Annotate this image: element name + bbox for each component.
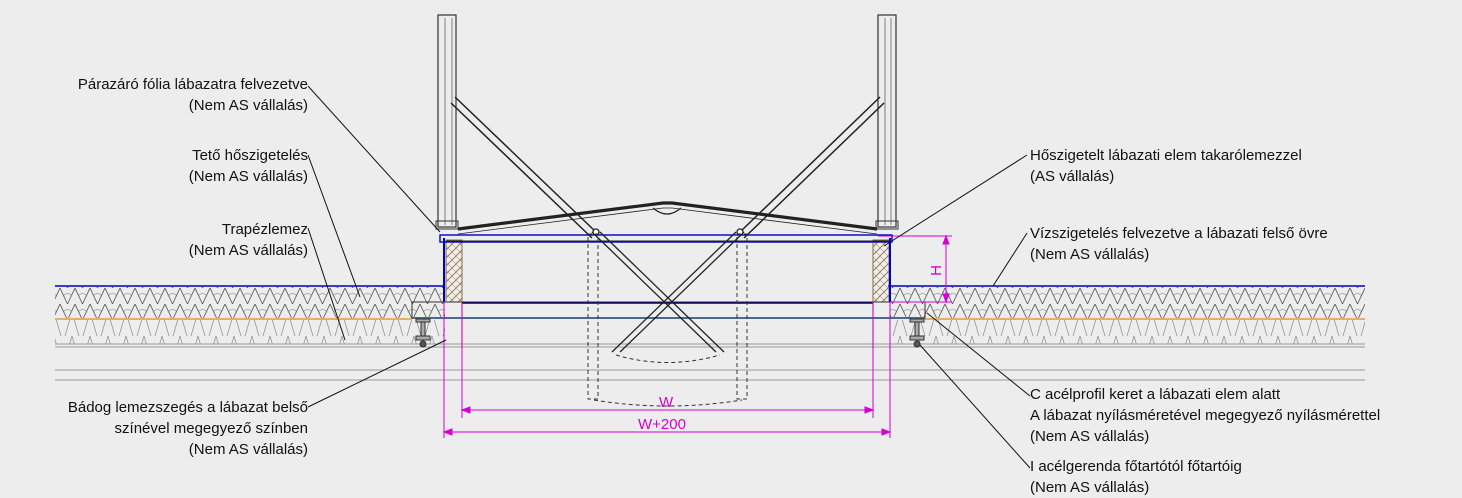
label-text: (Nem AS vállalás)	[188, 441, 308, 458]
label-text: Vízszigetelés felvezetve a lábazati fels…	[1030, 225, 1328, 242]
dimension-w-plus-200: W+200	[638, 416, 686, 433]
roof-insulation-left	[55, 285, 445, 344]
label-text: C acélprofil keret a lábazati elem alatt	[1030, 386, 1281, 403]
label-text: (Nem AS vállalás)	[1030, 428, 1150, 445]
label-tin-flashing: Bádog lemezszegés a lábazat belső színév…	[68, 397, 308, 460]
label-vapor-barrier: Párazáró fólia lábazatra felvezetve (Nem…	[78, 74, 308, 116]
hatch-frame	[439, 234, 893, 243]
label-text: (Nem AS vállalás)	[1030, 479, 1150, 496]
lid-closed	[457, 201, 878, 235]
label-text: (AS vállalás)	[1030, 168, 1115, 185]
label-text: Bádog lemezszegés a lábazat belső	[67, 399, 308, 416]
label-c-profile: C acélprofil keret a lábazati elem alatt…	[1030, 384, 1380, 447]
roof-insulation-right	[888, 285, 1365, 344]
dimension-w: W	[659, 394, 674, 411]
label-waterproofing: Vízszigetelés felvezetve a lábazati fels…	[1030, 223, 1328, 265]
label-text: (Nem AS vállalás)	[188, 242, 308, 259]
scissor-arms	[591, 228, 745, 353]
dimension-h: H	[927, 265, 945, 276]
c-profile-frame	[411, 301, 926, 319]
curb-right	[872, 238, 891, 348]
label-text: (Nem AS vállalás)	[188, 97, 308, 114]
label-insulated-curb: Hőszigetelt lábazati elem takarólemezzel…	[1030, 145, 1302, 187]
label-text: (Nem AS vállalás)	[1030, 246, 1150, 263]
leader-lines	[307, 85, 1031, 469]
label-text: Tető hőszigetelés	[192, 147, 308, 164]
label-text: Hőszigetelt lábazati elem takarólemezzel	[1030, 147, 1302, 164]
label-i-beam: I acélgerenda főtartótól főtartóig (Nem …	[1030, 456, 1242, 498]
lid-right-open	[875, 14, 899, 230]
label-text: Trapézlemez	[221, 221, 308, 238]
lid-left-open	[435, 14, 459, 230]
label-trapezoidal-sheet: Trapézlemez (Nem AS vállalás)	[189, 219, 308, 261]
label-text: (Nem AS vállalás)	[188, 168, 308, 185]
i-beam-left	[415, 318, 431, 348]
label-text: színével megegyező színben	[114, 420, 308, 437]
structure-lines	[55, 343, 1365, 381]
label-text: I acélgerenda főtartótól főtartóig	[1030, 458, 1242, 475]
curb-left	[443, 238, 463, 348]
label-roof-insulation: Tető hőszigetelés (Nem AS vállalás)	[189, 145, 308, 187]
dimension-lines	[442, 234, 952, 438]
gas-struts	[450, 96, 885, 239]
i-beam-right	[909, 318, 925, 348]
label-text: Párazáró fólia lábazatra felvezetve	[77, 76, 308, 93]
label-text: A lábazat nyílásméretével megegyező nyíl…	[1030, 407, 1381, 424]
swing-path	[587, 233, 748, 407]
